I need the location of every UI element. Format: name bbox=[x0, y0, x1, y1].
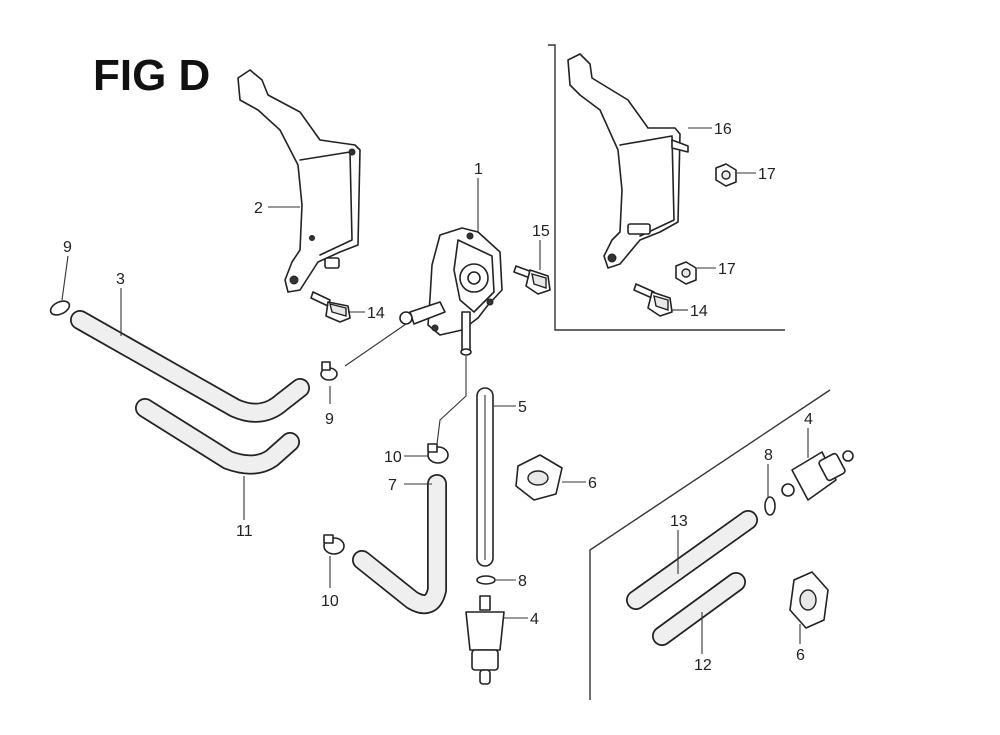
fuel-tube-upper bbox=[70, 310, 310, 423]
hose-clamp-10-top bbox=[427, 443, 449, 464]
callout-8-right: 8 bbox=[764, 447, 773, 464]
assembly-line-pump-7 bbox=[436, 356, 467, 445]
assembly-line-9-pump bbox=[344, 323, 407, 367]
alt-filter-section-frame bbox=[589, 389, 831, 700]
callout-14-right: 14 bbox=[690, 303, 708, 320]
tube-clip-8-right bbox=[764, 496, 776, 516]
pump-bracket bbox=[237, 69, 361, 293]
callout-1: 1 bbox=[474, 161, 483, 178]
callout-13: 13 bbox=[670, 513, 688, 530]
grommet-6-right bbox=[789, 571, 829, 629]
leader-lines bbox=[61, 127, 809, 654]
fuel-tube-short-12 bbox=[652, 572, 746, 646]
pump-bracket-alt bbox=[567, 53, 689, 269]
callout-9-mid: 9 bbox=[325, 411, 334, 428]
callout-17-bottom: 17 bbox=[718, 261, 736, 278]
callout-3: 3 bbox=[116, 271, 125, 288]
hose-clamp-10-bottom bbox=[323, 534, 345, 555]
callout-2: 2 bbox=[254, 200, 263, 217]
hose-clamp-9-left bbox=[49, 300, 71, 316]
callout-16: 16 bbox=[714, 121, 732, 138]
callout-15: 15 bbox=[532, 223, 550, 240]
callout-6-middle: 6 bbox=[588, 475, 597, 492]
hose-clamp-9-mid bbox=[320, 361, 338, 381]
grommet-6-middle bbox=[515, 454, 563, 501]
callout-4-bottom: 4 bbox=[530, 611, 539, 628]
callout-11: 11 bbox=[236, 523, 253, 540]
callout-12: 12 bbox=[694, 657, 712, 674]
fuel-pump bbox=[399, 227, 503, 356]
callout-8-bottom: 8 bbox=[518, 573, 527, 590]
callout-9-left: 9 bbox=[63, 239, 72, 256]
flange-bolt-15 bbox=[513, 265, 551, 295]
fuel-tube-lower bbox=[135, 398, 300, 475]
callout-5: 5 bbox=[518, 399, 527, 416]
callout-14-left: 14 bbox=[367, 305, 385, 322]
callout-7: 7 bbox=[388, 477, 397, 494]
fuel-tube-long-13 bbox=[626, 510, 758, 610]
callout-17-top: 17 bbox=[758, 166, 776, 183]
fuel-tube-straight bbox=[476, 387, 494, 567]
alt-bracket-section-frame bbox=[548, 44, 785, 331]
fuel-tube-bent bbox=[352, 474, 447, 615]
tube-clip-8-bottom bbox=[476, 575, 496, 585]
figure-title: FIG D bbox=[93, 51, 210, 100]
flange-nut-top bbox=[715, 163, 737, 187]
callout-4-right: 4 bbox=[804, 411, 813, 428]
callout-10-bottom: 10 bbox=[321, 593, 339, 610]
callout-10-top: 10 bbox=[384, 449, 402, 466]
callout-6-right: 6 bbox=[796, 647, 805, 664]
fuel-filter-bottom bbox=[465, 595, 505, 685]
fuel-filter-right bbox=[781, 450, 854, 501]
flange-bolt-right bbox=[633, 283, 673, 317]
flange-nut-bottom bbox=[675, 261, 697, 285]
flange-bolt-left bbox=[310, 291, 351, 323]
